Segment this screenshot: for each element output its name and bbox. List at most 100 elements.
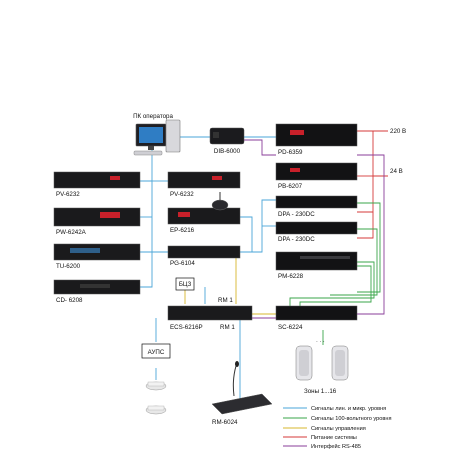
blue-rm6024	[239, 320, 262, 401]
power-line-24	[372, 131, 388, 177]
rm6024-mic-stem	[232, 365, 237, 397]
ep6216-mic-base	[211, 199, 229, 211]
rm6024-label: RM-6024	[212, 419, 238, 426]
pd6359-body	[275, 123, 358, 147]
pd6359: PD-6359	[275, 123, 358, 156]
pb6207: PB-6207	[275, 162, 358, 190]
bus-left	[140, 180, 153, 288]
pw6242a-body	[53, 207, 141, 227]
keyboard	[133, 150, 163, 156]
dib6000: DIB-6000	[209, 127, 245, 155]
pw6242a: PW-6242A	[53, 207, 141, 236]
tu6200: TU-6200	[53, 243, 141, 270]
ecs6216p-body	[167, 305, 253, 321]
dpa230dc-1-label: DPA - 230DC	[278, 211, 315, 218]
pg6104-body	[167, 245, 241, 259]
pc-operator: ПК оператора	[133, 113, 181, 156]
sc6224-body	[275, 305, 358, 321]
dpa230dc-1-body	[275, 195, 358, 209]
cd6208-tray	[80, 284, 110, 288]
aups-label: АУПС	[148, 349, 165, 356]
pv6232-mid-label: PV-6232	[170, 191, 194, 198]
power-line-dpa2	[357, 212, 374, 239]
speaker-2-grill	[335, 350, 345, 376]
speaker-1-grill	[299, 350, 309, 376]
rm6024-mic-head	[235, 361, 239, 367]
pm6228: PM-6228	[275, 251, 358, 280]
dpa230dc-2-body	[275, 221, 358, 235]
ep6216-label: EP-6216	[170, 227, 195, 234]
bcz-box: БЦЗ	[175, 277, 195, 291]
pv6232-left: PV-6232	[53, 171, 141, 198]
pc-tower	[165, 119, 181, 153]
dpa230dc-2: DPA - 230DC	[275, 221, 358, 243]
dpa230dc-2-label: DPA - 230DC	[278, 236, 315, 243]
pg6104: PG-6104	[167, 245, 241, 267]
ecs6216p: ECS-6216P RM 1	[167, 305, 253, 331]
pb6207-body	[275, 162, 358, 181]
legend-label-1: Сигналы 100-вольтного уровня	[311, 416, 391, 422]
wire-ep-pg	[240, 216, 253, 252]
pv6232-mid-display	[212, 176, 222, 180]
rm1-bottom-label: RM 1	[220, 324, 235, 331]
cd6208-label: CD- 6208	[56, 297, 83, 304]
power-24-label: 24 В	[390, 168, 403, 175]
pv6232-left-label: PV-6232	[56, 191, 80, 198]
pm6228-body	[275, 251, 358, 271]
green-4	[299, 265, 372, 306]
legend-label-2: Сигналы управления	[311, 426, 366, 432]
pw6242a-display	[100, 212, 120, 218]
pv6232-left-display	[110, 176, 120, 180]
legend-label-4: Интерфейс RS-485	[311, 443, 361, 450]
power-220-label: 220 В	[390, 128, 406, 135]
smoke-detector-2-body	[147, 405, 165, 411]
monitor-screen	[139, 127, 163, 143]
cd6208: CD- 6208	[53, 279, 141, 304]
ep6216-display	[178, 212, 190, 217]
pv6232-mid: PV-6232	[167, 171, 241, 198]
zone-speakers: · · · Зоны 1...16	[295, 339, 349, 395]
tu6200-display	[70, 248, 100, 253]
pc-operator-label: ПК оператора	[133, 113, 173, 120]
rs485-right	[357, 154, 385, 315]
power-line-dpa1	[357, 176, 374, 213]
pb6207-display	[290, 168, 300, 172]
tu6200-label: TU-6200	[56, 263, 81, 270]
dib6000-panel	[213, 132, 219, 138]
aups-body	[141, 343, 171, 359]
sc6224: SC-6224	[275, 305, 358, 331]
pd6359-display	[290, 130, 304, 135]
sc6224-label: SC-6224	[278, 324, 303, 331]
pg6104-label: PG-6104	[170, 260, 195, 267]
bcz-body	[175, 277, 195, 291]
legend-label-3: Питание системы	[311, 435, 357, 441]
pd6359-label: PD-6359	[278, 149, 303, 156]
monitor-stand	[148, 146, 154, 150]
pm6228-label: PM-6228	[278, 273, 304, 280]
aups-box: АУПС	[141, 343, 171, 359]
wire-dib-rs485	[244, 139, 276, 156]
smoke-detector-1-body	[147, 381, 165, 387]
pv6232-mid-body	[167, 171, 241, 189]
pb6207-label: PB-6207	[278, 183, 303, 190]
green-2	[330, 228, 378, 296]
rm6024: RM-6024	[211, 361, 273, 426]
bcz-label: БЦЗ	[179, 281, 192, 288]
zones-label: Зоны 1...16	[304, 388, 337, 395]
legend: Сигналы лин. и микр. уровня Сигналы 100-…	[283, 406, 391, 450]
zones-dots: · · ·	[316, 339, 325, 345]
legend-label-0: Сигналы лин. и микр. уровня	[311, 406, 386, 412]
ecs6216p-label: ECS-6216P	[170, 324, 203, 331]
ep6216: EP-6216	[167, 192, 241, 234]
green-3	[289, 261, 375, 306]
pv6232-left-body	[53, 171, 141, 189]
pw6242a-label: PW-6242A	[56, 229, 87, 236]
pm6228-buttons	[300, 256, 350, 259]
dib6000-label: DIB-6000	[214, 148, 241, 155]
green-1	[357, 202, 381, 293]
smoke-detectors	[145, 381, 167, 415]
rm1-top-label: RM 1	[218, 297, 233, 304]
rm6024-console	[211, 393, 273, 415]
